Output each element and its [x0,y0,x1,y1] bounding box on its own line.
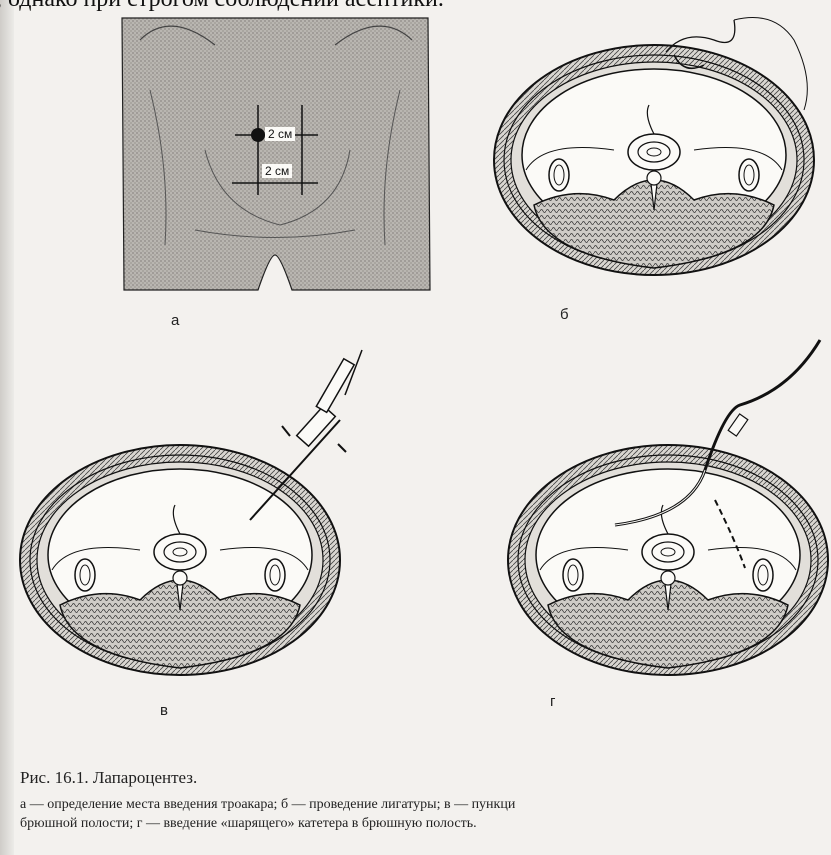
panel-b-label: б [560,306,569,323]
panel-g-label: г [550,693,555,710]
figure-caption: Рис. 16.1. Лапароцентез. а — определение… [20,767,825,833]
panel-b-cross-section [494,18,814,276]
panel-v-cross-section [20,445,340,675]
caption-line-2: брюшной полости; г — введение «шарящего»… [20,814,825,833]
panel-a-label: а [171,312,179,329]
measure-label-top: 2 см [265,127,295,141]
caption-line-1: а — определение места введения троакара;… [20,795,825,814]
panel-a-abdomen-drawing [122,18,430,290]
measure-label-bottom: 2 см [262,164,292,178]
panel-g-cross-section [508,445,828,675]
panel-v-label: в [160,702,168,719]
caption-title: Рис. 16.1. Лапароцентез. [20,767,825,789]
